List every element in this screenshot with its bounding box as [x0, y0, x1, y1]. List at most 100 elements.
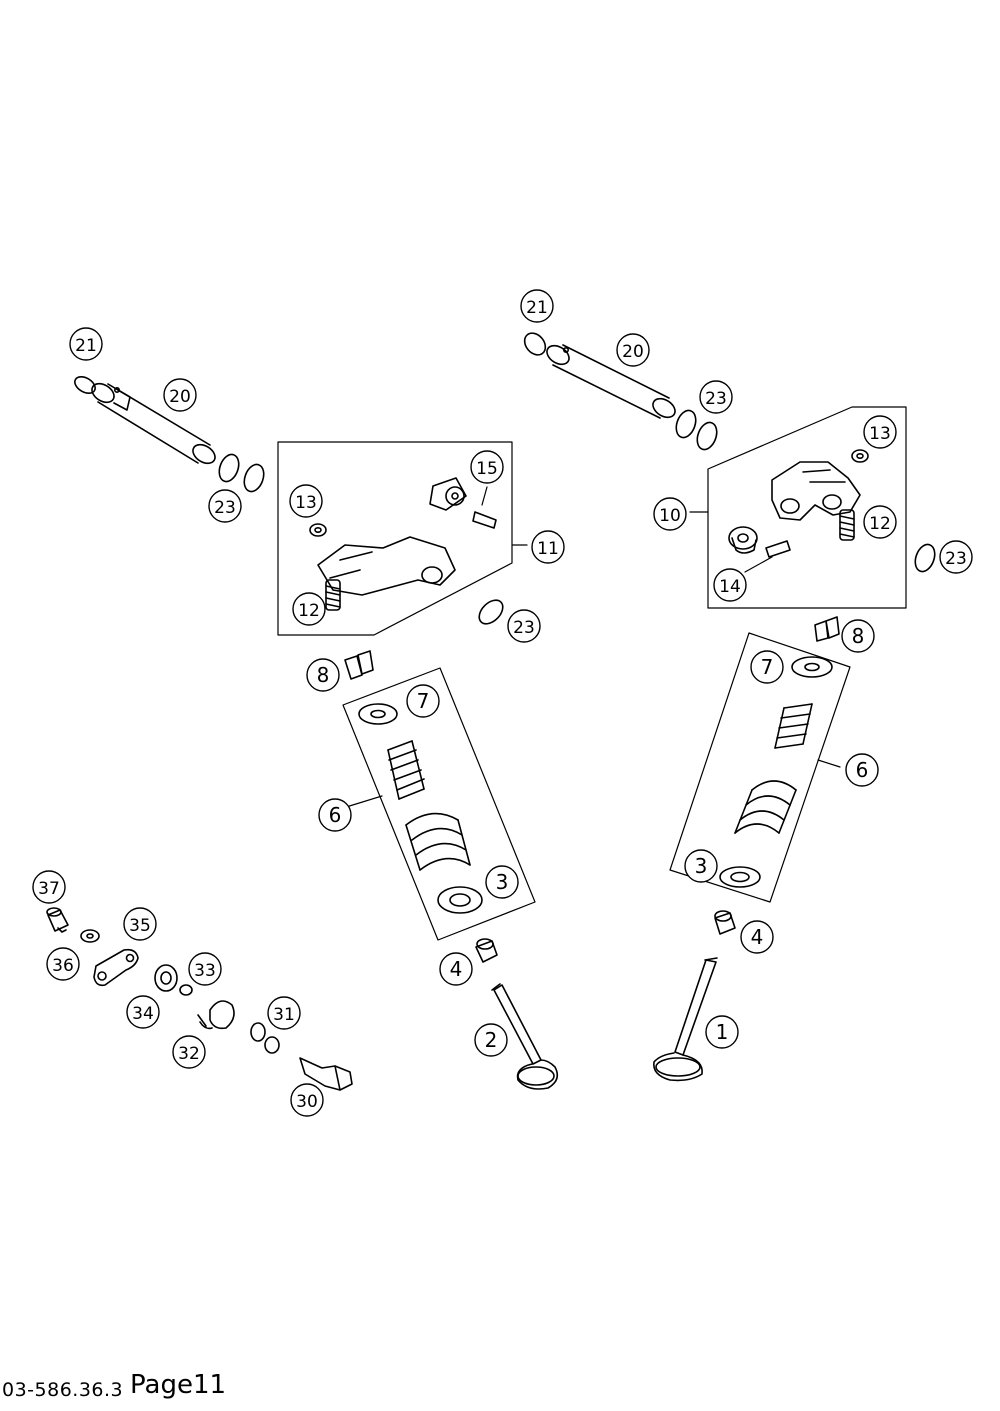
- callout-6: 6: [318, 798, 352, 832]
- document-number: 03-586.36.3: [2, 1379, 124, 1401]
- callout-circle: [123, 907, 157, 941]
- callout-7: 7: [750, 650, 784, 684]
- valve-collet-left: [344, 650, 374, 680]
- callout-circle: [939, 540, 973, 574]
- callout-number: 7: [417, 689, 430, 713]
- callout-number: 23: [513, 618, 535, 638]
- callout-number: 1: [716, 1020, 729, 1044]
- callout-number: 23: [214, 498, 236, 518]
- callout-number: 37: [38, 879, 60, 899]
- callout-33: 33: [188, 952, 222, 986]
- callout-4: 4: [740, 920, 774, 954]
- callout-number: 23: [945, 549, 967, 569]
- exhaust-valve-left: [491, 983, 559, 1090]
- callout-8: 8: [306, 658, 340, 692]
- callout-21: 21: [69, 327, 103, 361]
- callout-circle: [520, 289, 554, 323]
- callout-circle: [318, 798, 352, 832]
- callout-37: 37: [32, 870, 66, 904]
- callout-number: 32: [178, 1044, 200, 1064]
- callout-10: 10: [653, 497, 687, 531]
- callout-circle: [267, 996, 301, 1030]
- callout-circle: [863, 415, 897, 449]
- callout-number: 21: [75, 336, 97, 356]
- valve-collet-right: [814, 616, 840, 642]
- rocker-arm-group-right: [689, 406, 907, 609]
- rocker-arm-group-left: [277, 441, 528, 636]
- callout-13: 13: [863, 415, 897, 449]
- callout-13: 13: [289, 484, 323, 518]
- callout-number: 31: [273, 1005, 295, 1025]
- callout-number: 4: [450, 957, 463, 981]
- valve-stem-seal-left: [475, 938, 498, 963]
- valve-spring-group-left: [342, 667, 536, 941]
- callout-circle: [208, 489, 242, 523]
- callout-number: 8: [317, 663, 330, 687]
- callout-23: 23: [939, 540, 973, 574]
- callout-15: 15: [470, 450, 504, 484]
- callout-number: 7: [761, 655, 774, 679]
- callout-circle: [172, 1035, 206, 1069]
- callout-circle: [740, 920, 774, 954]
- callout-number: 33: [194, 961, 216, 981]
- callout-11: 11: [531, 530, 565, 564]
- callout-number: 13: [869, 424, 891, 444]
- rocker-shaft-left: [74, 376, 265, 493]
- callout-14: 14: [713, 568, 747, 602]
- callout-labels: 1233446677881011121213131415202021212323…: [32, 289, 973, 1117]
- callout-number: 3: [496, 870, 509, 894]
- callout-32: 32: [172, 1035, 206, 1069]
- callout-6: 6: [845, 753, 879, 787]
- callout-number: 11: [537, 539, 559, 559]
- callout-34: 34: [126, 995, 160, 1029]
- callout-number: 6: [329, 803, 342, 827]
- callout-number: 12: [869, 514, 891, 534]
- callout-number: 30: [296, 1092, 318, 1112]
- callout-number: 3: [695, 854, 708, 878]
- callout-number: 6: [856, 758, 869, 782]
- callout-20: 20: [616, 333, 650, 367]
- callout-20: 20: [163, 378, 197, 412]
- callout-circle: [439, 952, 473, 986]
- callout-number: 21: [526, 298, 548, 318]
- callout-circle: [750, 650, 784, 684]
- callout-circle: [32, 870, 66, 904]
- callout-circle: [290, 1083, 324, 1117]
- callout-circle: [306, 658, 340, 692]
- callout-circle: [406, 684, 440, 718]
- callout-circle: [699, 380, 733, 414]
- callout-8: 8: [841, 619, 875, 653]
- callout-number: 8: [852, 624, 865, 648]
- footer: 03-586.36.3 Page11: [0, 1370, 400, 1410]
- callout-circle: [841, 619, 875, 653]
- callout-circle: [69, 327, 103, 361]
- intake-valve-right: [653, 957, 718, 1082]
- rocker-shaft-right: [523, 332, 718, 451]
- callout-circle: [163, 378, 197, 412]
- callout-4: 4: [439, 952, 473, 986]
- callout-circle: [292, 592, 326, 626]
- callout-circle: [474, 1023, 508, 1057]
- callout-number: 34: [132, 1004, 154, 1024]
- callout-circle: [188, 952, 222, 986]
- callout-circle: [485, 865, 519, 899]
- callout-number: 13: [295, 493, 317, 513]
- callout-30: 30: [290, 1083, 324, 1117]
- callout-3: 3: [684, 849, 718, 883]
- callout-12: 12: [292, 592, 326, 626]
- callout-23: 23: [699, 380, 733, 414]
- callout-circle: [470, 450, 504, 484]
- callout-3: 3: [485, 865, 519, 899]
- page-label: Page11: [130, 1370, 227, 1400]
- callout-circle: [863, 505, 897, 539]
- decompressor-assembly: [46, 907, 353, 1091]
- callout-number: 2: [485, 1028, 498, 1052]
- callout-23: 23: [507, 609, 541, 643]
- callout-2: 2: [474, 1023, 508, 1057]
- callout-circle: [705, 1015, 739, 1049]
- valve-spring-group-right: [669, 632, 851, 903]
- callout-36: 36: [46, 947, 80, 981]
- callout-21: 21: [520, 289, 554, 323]
- callout-35: 35: [123, 907, 157, 941]
